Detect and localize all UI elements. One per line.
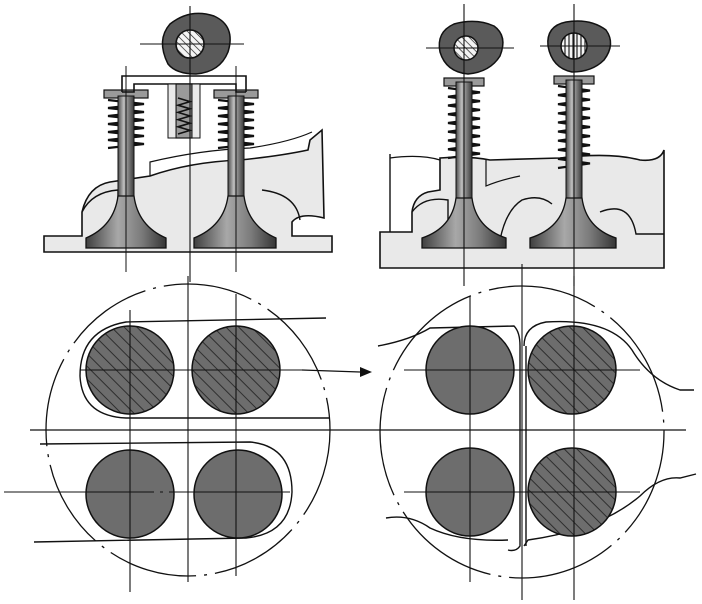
left-channel-mid (79, 375, 330, 419)
valve-2-head (193, 195, 277, 249)
right-port-c (599, 208, 664, 235)
left-port-4 (193, 449, 283, 539)
valve-2-spring (217, 98, 255, 150)
roof-line (149, 131, 313, 176)
right-port-b (499, 197, 553, 241)
right-channel-left-bottom (385, 516, 509, 541)
right-head-casting (379, 149, 665, 269)
right-port-a (411, 198, 449, 234)
valve-4-spring (557, 84, 591, 170)
right-channel-left (377, 325, 521, 552)
arrow-right-icon (301, 367, 372, 377)
right-valve-section (379, 4, 665, 290)
right-port-layout (377, 276, 697, 600)
valve-4-head (529, 197, 617, 249)
left-port-layout (4, 276, 331, 592)
right-roof (485, 160, 521, 187)
left-valve-section (43, 6, 333, 282)
left-channel-bottom (33, 441, 293, 543)
right-channel-right-top (523, 320, 694, 391)
right-port-outline (261, 189, 301, 221)
left-channel-top (79, 317, 327, 377)
right-channel-right-bottom (523, 473, 697, 547)
bridge-guide-right (191, 83, 201, 139)
bridge-guide-left (167, 83, 177, 139)
valve-1-spring (107, 98, 145, 150)
right-head-top (389, 155, 441, 161)
left-head-casting (43, 128, 333, 253)
